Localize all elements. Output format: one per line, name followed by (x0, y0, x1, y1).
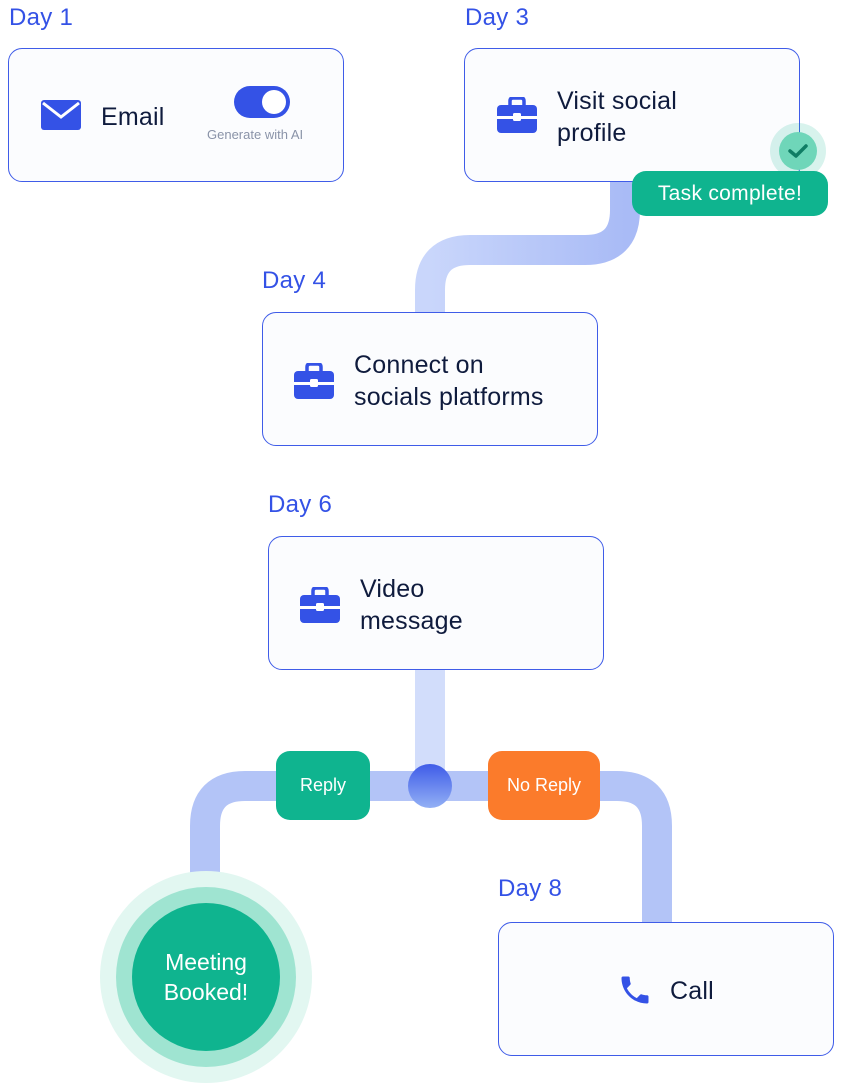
day-label: Day 3 (465, 4, 530, 31)
step-card-connect-socials[interactable]: Connect on socials platforms (262, 312, 598, 446)
no-reply-branch-button[interactable]: No Reply (488, 751, 600, 820)
step-title-line: Video (360, 575, 425, 603)
step-card-email[interactable]: Email (8, 48, 344, 182)
check-badge (779, 132, 817, 170)
day-label: Day 1 (9, 4, 74, 31)
briefcase-icon (294, 363, 334, 399)
step-title-line: Connect on (354, 351, 484, 379)
meeting-booked-label: Meeting Booked! (164, 947, 248, 1007)
check-icon (788, 144, 808, 158)
step-title: Email (101, 103, 165, 131)
step-title: Visit social profile (557, 85, 677, 149)
step-card-video-message[interactable]: Video message (268, 536, 604, 670)
meeting-label-line: Booked! (163, 979, 249, 1005)
step-title-line: Visit social (557, 87, 678, 115)
connector-reply-branch (190, 771, 430, 885)
step-title: Video message (360, 573, 463, 637)
phone-icon (621, 976, 649, 1004)
day-label: Day 6 (268, 491, 333, 518)
briefcase-icon (497, 97, 537, 133)
step-card-call[interactable]: Call (498, 922, 834, 1056)
briefcase-icon (300, 587, 340, 623)
connector-no-reply-branch (430, 771, 672, 922)
meeting-booked-node: Meeting Booked! (132, 903, 280, 1051)
step-title-line: socials platforms (354, 383, 544, 411)
toggle-knob (262, 90, 286, 114)
step-title-line: message (360, 607, 463, 635)
step-title: Call (670, 977, 714, 1005)
meeting-label-line: Meeting (165, 949, 247, 975)
branch-junction-node (408, 764, 452, 808)
toggle-caption: Generate with AI (207, 127, 304, 142)
step-title-line: profile (557, 119, 627, 147)
connector-day3-day4 (415, 180, 640, 313)
step-card-visit-social-profile[interactable]: Visit social profile (464, 48, 800, 182)
step-title: Connect on socials platforms (354, 349, 544, 413)
reply-branch-button[interactable]: Reply (276, 751, 370, 820)
day-label: Day 8 (498, 875, 563, 902)
task-complete-badge: Task complete! (632, 171, 828, 216)
envelope-icon (41, 100, 81, 130)
day-label: Day 4 (262, 267, 327, 294)
generate-ai-toggle[interactable] (234, 86, 290, 118)
